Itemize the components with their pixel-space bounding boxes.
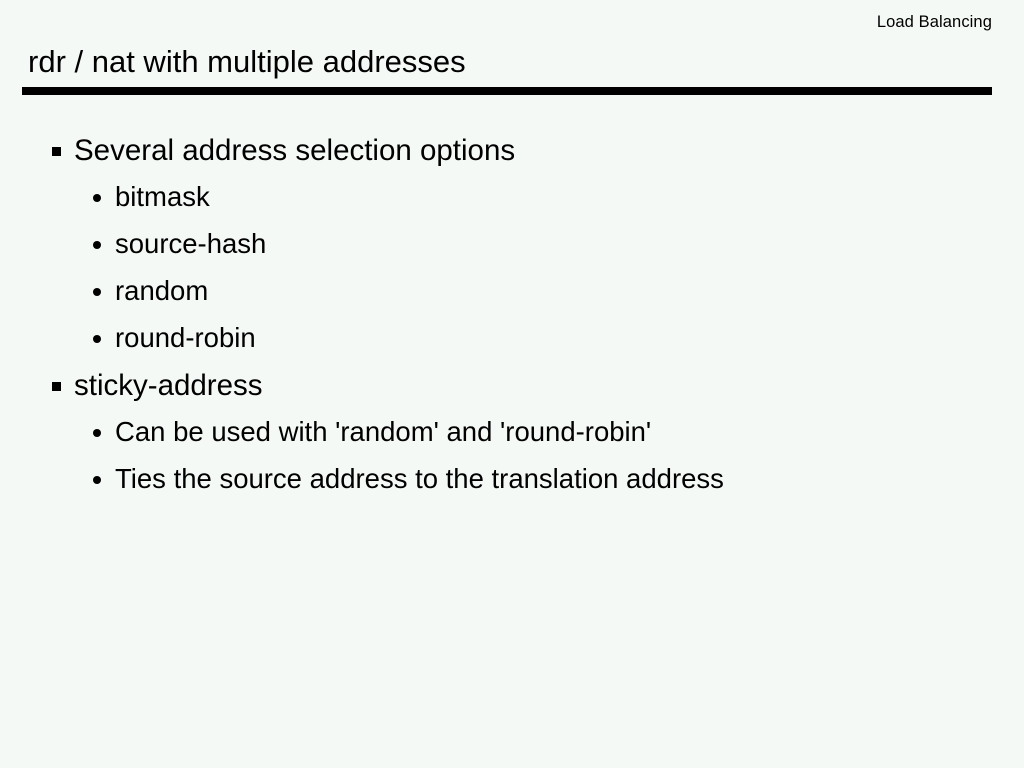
list-item: round-robin xyxy=(0,321,1024,368)
disc-bullet-icon xyxy=(93,194,101,202)
square-bullet-icon xyxy=(52,382,61,391)
disc-bullet-icon xyxy=(93,288,101,296)
slide-title: rdr / nat with multiple addresses xyxy=(28,44,466,79)
list-item: bitmask xyxy=(0,180,1024,227)
list-item-label: round-robin xyxy=(115,322,256,353)
list-item-label: Several address selection options xyxy=(74,134,516,167)
bullet-list: Several address selection options bitmas… xyxy=(0,133,1024,509)
title-divider-rule xyxy=(22,87,992,95)
list-item: Several address selection options xyxy=(0,133,1024,180)
square-bullet-icon xyxy=(52,147,61,156)
list-item: Can be used with 'random' and 'round-rob… xyxy=(0,415,1024,462)
disc-bullet-icon xyxy=(93,429,101,437)
running-title: Load Balancing xyxy=(876,13,992,31)
list-item: random xyxy=(0,274,1024,321)
list-item-label: source-hash xyxy=(115,228,267,259)
list-item-label: random xyxy=(115,275,209,306)
list-item-label: sticky-address xyxy=(74,369,263,402)
list-item: source-hash xyxy=(0,227,1024,274)
list-item-label: Can be used with 'random' and 'round-rob… xyxy=(115,416,652,447)
disc-bullet-icon xyxy=(93,335,101,343)
list-item-label: bitmask xyxy=(115,181,210,212)
disc-bullet-icon xyxy=(93,476,101,484)
disc-bullet-icon xyxy=(93,241,101,249)
list-item: sticky-address xyxy=(0,368,1024,415)
list-item: Ties the source address to the translati… xyxy=(0,462,1024,509)
list-item-label: Ties the source address to the translati… xyxy=(115,463,724,494)
